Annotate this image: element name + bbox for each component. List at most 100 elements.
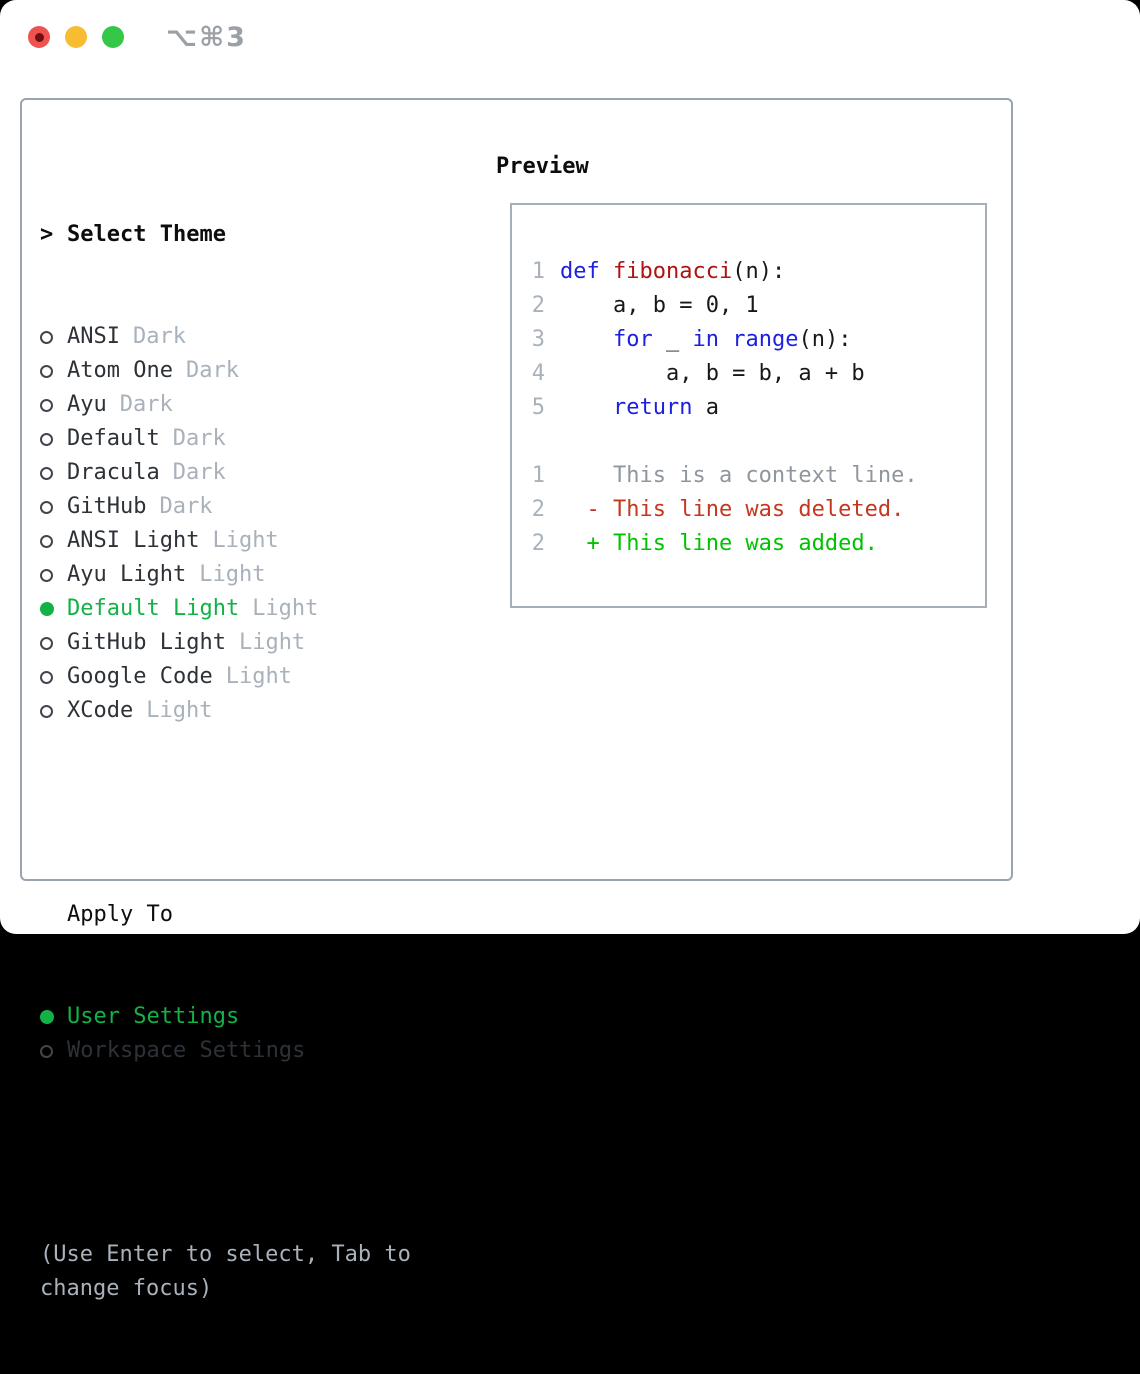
- spacer-row: [40, 1136, 411, 1170]
- theme-variant-label: Dark: [172, 426, 226, 451]
- theme-variant-label: Dark: [132, 324, 186, 349]
- window-shortcut-label: ⌥⌘3: [166, 22, 247, 53]
- line-number: 1: [531, 259, 545, 284]
- spacer-row: [40, 796, 411, 830]
- code-segment-plain: [719, 327, 732, 352]
- code-line: 2 + This line was added.: [531, 527, 985, 561]
- zoom-button[interactable]: [102, 26, 124, 48]
- radio-cell: [40, 602, 67, 616]
- radio-cell: [40, 568, 67, 582]
- theme-option-ayu[interactable]: Ayu Dark: [40, 388, 411, 422]
- theme-option-ansi-light[interactable]: ANSI Light Light: [40, 524, 411, 558]
- theme-variant-label: Dark: [119, 392, 173, 417]
- code-segment-plain: (n):: [732, 259, 786, 284]
- code-segment-plain: [600, 259, 613, 284]
- theme-option-google-code[interactable]: Google Code Light: [40, 660, 411, 694]
- code-segment-deleted: - This line was deleted.: [560, 497, 905, 522]
- code-line: 1 def fibonacci(n):: [531, 255, 985, 289]
- code-segment-keyword: for: [612, 327, 653, 352]
- apply-option-workspace-settings[interactable]: Workspace Settings: [40, 1034, 411, 1068]
- theme-option-label: GitHub Light: [67, 630, 226, 655]
- code-segment-context: This is a context line.: [560, 463, 918, 488]
- minimize-button[interactable]: [65, 26, 87, 48]
- theme-variant-label: Light: [225, 664, 292, 689]
- line-number: 3: [531, 327, 545, 352]
- code-segment-plain: a, b = 0, 1: [560, 293, 759, 318]
- radio-cell: [40, 704, 67, 718]
- theme-variant-label: Light: [238, 630, 306, 655]
- help-text-line: change focus): [40, 1276, 213, 1301]
- line-number: 5: [531, 395, 545, 420]
- code-line: 4 a, b = b, a + b: [531, 357, 985, 391]
- radio-icon: [40, 704, 53, 718]
- theme-option-default[interactable]: Default Dark: [40, 422, 411, 456]
- apply-option-user-settings[interactable]: User Settings: [40, 1000, 411, 1034]
- theme-option-label: Default: [67, 426, 160, 451]
- theme-option-label: Default Light: [67, 596, 240, 621]
- apply-option-label: Workspace Settings: [67, 1038, 306, 1063]
- theme-variant-label: Light: [146, 698, 213, 723]
- theme-option-label: Google Code: [67, 664, 213, 689]
- theme-option-label: Ayu: [67, 392, 107, 417]
- code-segment-added: + This line was added.: [560, 531, 878, 556]
- radio-cell: [40, 364, 67, 378]
- theme-option-label: Ayu Light: [67, 562, 187, 587]
- radio-icon: [40, 364, 53, 378]
- radio-cell: [40, 534, 67, 548]
- select-theme-header: > Select Theme: [40, 218, 411, 252]
- code-segment-keyword: return: [612, 395, 693, 420]
- theme-variant-label: Light: [252, 596, 319, 621]
- theme-variant-label: Dark: [172, 460, 226, 485]
- radio-cell: [40, 1010, 67, 1024]
- theme-variant-label: Light: [212, 528, 279, 553]
- select-theme-title: Select Theme: [67, 222, 226, 247]
- theme-option-label: ANSI: [67, 324, 120, 349]
- code-segment-keyword: in: [692, 327, 719, 352]
- code-segment-keyword: range: [732, 327, 799, 352]
- radio-icon: [40, 568, 53, 582]
- theme-option-default-light[interactable]: Default Light Light: [40, 592, 411, 626]
- line-number: 2: [531, 497, 545, 522]
- line-number: 1: [531, 463, 545, 488]
- radio-cell: [40, 466, 67, 480]
- radio-cell: [40, 330, 67, 344]
- help-text-line: (Use Enter to select, Tab to: [40, 1242, 411, 1267]
- code-segment-keyword: def: [560, 259, 600, 284]
- radio-cell: [40, 432, 67, 446]
- code-segment-function: fibonacci: [613, 259, 733, 284]
- code-segment-plain: _: [652, 327, 693, 352]
- line-number: 4: [531, 361, 545, 386]
- line-number: 2: [531, 293, 545, 318]
- radio-icon: [40, 1044, 53, 1058]
- code-segment-plain: a, b = b, a + b: [560, 361, 865, 386]
- theme-option-label: GitHub: [67, 494, 147, 519]
- close-button[interactable]: [28, 26, 50, 48]
- radio-cell: [40, 500, 67, 514]
- code-segment-plain: [560, 327, 613, 352]
- radio-cell: [40, 398, 67, 412]
- code-line: 3 for _ in range(n):: [531, 323, 985, 357]
- preview-title: Preview: [496, 154, 589, 179]
- theme-option-label: ANSI Light: [67, 528, 200, 553]
- code-segment-plain: (n):: [798, 327, 852, 352]
- theme-option-dracula[interactable]: Dracula Dark: [40, 456, 411, 490]
- radio-cell: [40, 1044, 67, 1058]
- radio-icon: [40, 500, 53, 514]
- theme-option-github-light[interactable]: GitHub Light Light: [40, 626, 411, 660]
- prompt-caret: >: [40, 222, 54, 247]
- apply-option-label: User Settings: [67, 1004, 240, 1029]
- radio-icon: [40, 636, 53, 650]
- radio-icon: [40, 330, 53, 344]
- theme-variant-label: Dark: [185, 358, 239, 383]
- radio-cell: [40, 636, 67, 650]
- theme-option-label: Dracula: [67, 460, 160, 485]
- theme-option-ansi[interactable]: ANSI Dark: [40, 320, 411, 354]
